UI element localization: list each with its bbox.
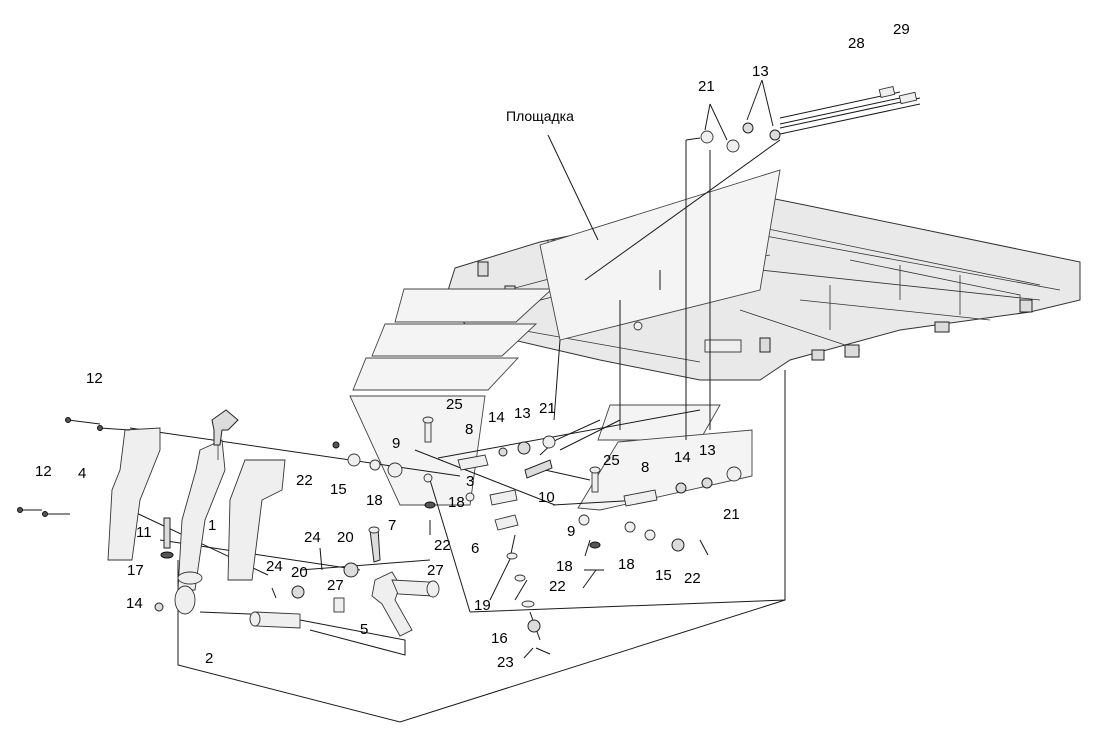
center-hardware xyxy=(332,416,556,655)
callout-3: 3 xyxy=(466,473,474,490)
callout-13-right: 13 xyxy=(699,442,716,459)
callout-19: 19 xyxy=(474,597,491,614)
callout-1: 1 xyxy=(208,517,216,534)
callout-22-b: 22 xyxy=(434,537,451,554)
callout-29: 29 xyxy=(893,21,910,38)
callout-13-top: 13 xyxy=(752,63,769,80)
callout-22-c: 22 xyxy=(549,578,566,595)
callout-2: 2 xyxy=(205,650,213,667)
callout-24-a: 24 xyxy=(304,529,321,546)
callout-7: 7 xyxy=(388,517,396,534)
callout-25-left: 25 xyxy=(446,396,463,413)
callout-27-a: 27 xyxy=(327,577,344,594)
callout-25-right: 25 xyxy=(603,452,620,469)
callout-22-d: 22 xyxy=(684,570,701,587)
callout-17: 17 xyxy=(127,562,144,579)
platform-label: Площадка xyxy=(506,108,574,124)
callout-6: 6 xyxy=(471,540,479,557)
right-hardware xyxy=(578,466,742,571)
callout-18-a: 18 xyxy=(366,492,383,509)
bolts-12 xyxy=(17,417,131,517)
callout-14-right: 14 xyxy=(674,449,691,466)
callout-21-mid: 21 xyxy=(539,400,556,417)
callout-8-right: 8 xyxy=(641,459,649,476)
control-rods xyxy=(539,85,921,481)
callout-13-mid: 13 xyxy=(514,405,531,422)
callout-9-right: 9 xyxy=(567,523,575,540)
callout-18-d: 18 xyxy=(618,556,635,573)
callout-5: 5 xyxy=(360,621,368,638)
top-washers xyxy=(700,122,781,153)
callout-24-b: 24 xyxy=(266,558,283,575)
callout-20-b: 20 xyxy=(291,564,308,581)
lever-5-assembly xyxy=(249,526,440,637)
callout-11: 11 xyxy=(136,524,152,541)
callout-14-mid: 14 xyxy=(488,409,505,426)
callout-labels: Площадка 28 29 13 21 12 12 4 1 11 17 14 … xyxy=(35,21,910,671)
callout-16: 16 xyxy=(491,630,508,647)
callout-22-a: 22 xyxy=(296,472,313,489)
callout-21-right: 21 xyxy=(723,506,740,523)
callout-23: 23 xyxy=(497,654,514,671)
callout-4: 4 xyxy=(78,465,86,482)
callout-10: 10 xyxy=(538,489,555,506)
callout-15-right: 15 xyxy=(655,567,672,584)
callout-9-left: 9 xyxy=(392,435,400,452)
leader-lines xyxy=(129,79,786,723)
callout-12-lower: 12 xyxy=(35,463,52,480)
callout-15-left: 15 xyxy=(330,481,347,498)
callout-14-left: 14 xyxy=(126,595,143,612)
callout-27-b: 27 xyxy=(427,562,444,579)
callout-20-a: 20 xyxy=(337,529,354,546)
callout-28: 28 xyxy=(848,35,865,52)
callout-18-c: 18 xyxy=(556,558,573,575)
callout-12-upper: 12 xyxy=(86,370,103,387)
callout-8-left: 8 xyxy=(465,421,473,438)
callout-21-top: 21 xyxy=(698,78,715,95)
left-lever-assembly xyxy=(107,409,286,615)
callout-18-b: 18 xyxy=(448,494,465,511)
